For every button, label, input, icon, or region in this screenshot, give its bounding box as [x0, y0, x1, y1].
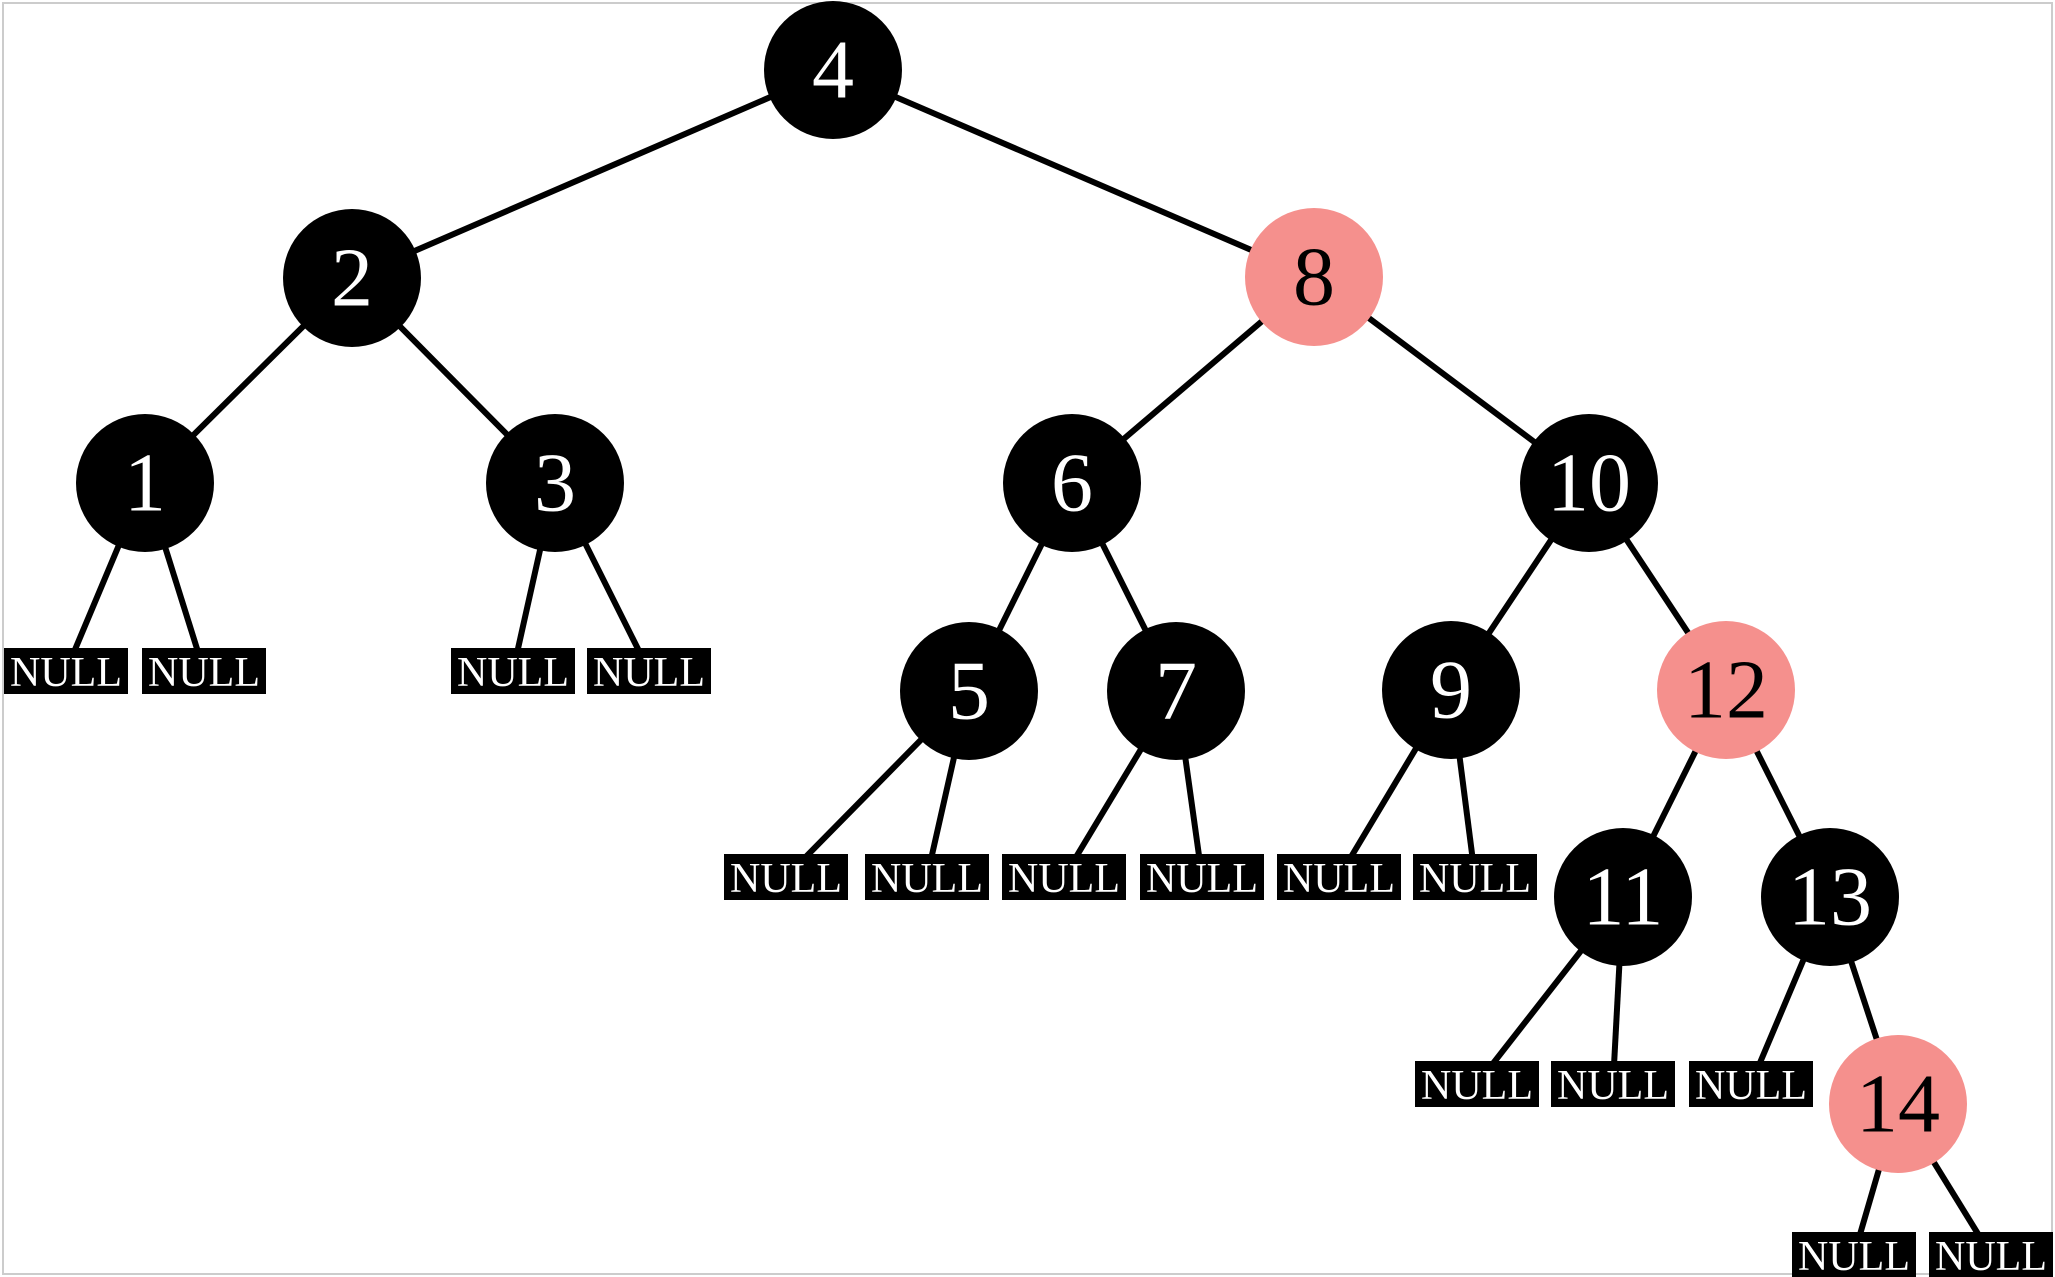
- null-leaf: NULL: [4, 648, 128, 696]
- null-leaf: NULL: [1002, 854, 1126, 902]
- node-key-label: 14: [1856, 1058, 1940, 1151]
- tree-node-14: 14: [1829, 1035, 1967, 1173]
- node-key-label: 6: [1051, 437, 1093, 530]
- black-node-circle: [1107, 622, 1245, 760]
- null-box: [1689, 1061, 1813, 1107]
- tree-edge-4-8: [831, 67, 1316, 280]
- null-label: NULL: [1798, 1234, 1910, 1277]
- null-box: [451, 648, 575, 694]
- null-label: NULL: [10, 650, 122, 696]
- null-leaf: NULL: [1140, 854, 1264, 902]
- null-label: NULL: [871, 856, 983, 902]
- black-node-circle: [1554, 828, 1692, 966]
- null-box: [1551, 1061, 1675, 1107]
- node-key-label: 9: [1430, 644, 1472, 737]
- black-node-circle: [900, 622, 1038, 760]
- null-label: NULL: [1935, 1234, 2047, 1277]
- node-key-label: 12: [1684, 644, 1768, 737]
- null-leaf: NULL: [1277, 854, 1401, 902]
- null-leaf: NULL: [865, 854, 989, 902]
- null-leaf: NULL: [724, 854, 848, 902]
- null-box: [724, 854, 848, 900]
- tree-node-7: 7: [1107, 622, 1245, 760]
- null-box: [1277, 854, 1401, 900]
- tree-node-8: 8: [1245, 208, 1383, 346]
- null-leaf: NULL: [1415, 1061, 1539, 1109]
- node-key-label: 2: [331, 232, 373, 325]
- null-box: [1792, 1232, 1916, 1277]
- null-label: NULL: [1421, 1063, 1533, 1109]
- node-key-label: 7: [1155, 645, 1197, 738]
- null-leaf: NULL: [1929, 1232, 2053, 1277]
- null-box: [587, 648, 711, 694]
- null-label: NULL: [1146, 856, 1258, 902]
- red-node-circle: [1245, 208, 1383, 346]
- tree-node-3: 3: [486, 414, 624, 552]
- black-node-circle: [1520, 414, 1658, 552]
- tree-node-13: 13: [1761, 828, 1899, 966]
- tree-node-2: 2: [283, 209, 421, 347]
- null-box: [1002, 854, 1126, 900]
- null-label: NULL: [1283, 856, 1395, 902]
- null-leaf: NULL: [1689, 1061, 1813, 1109]
- null-label: NULL: [148, 650, 260, 696]
- node-key-label: 11: [1583, 851, 1664, 944]
- tree-edge-4-2: [350, 67, 835, 281]
- black-node-circle: [1003, 414, 1141, 552]
- null-leaf: NULL: [451, 648, 575, 696]
- null-label: NULL: [1008, 856, 1120, 902]
- null-box: [142, 648, 266, 694]
- tree-node-12: 12: [1657, 621, 1795, 759]
- null-leaf: NULL: [142, 648, 266, 696]
- null-label: NULL: [1695, 1063, 1807, 1109]
- null-label: NULL: [457, 650, 569, 696]
- null-leaf: NULL: [1413, 854, 1537, 902]
- null-box: [4, 648, 128, 694]
- node-key-label: 4: [812, 24, 854, 117]
- null-box: [1413, 854, 1537, 900]
- black-node-circle: [764, 1, 902, 139]
- tree-node-10: 10: [1520, 414, 1658, 552]
- black-node-circle: [283, 209, 421, 347]
- null-label: NULL: [1557, 1063, 1669, 1109]
- null-box: [1140, 854, 1264, 900]
- black-node-circle: [76, 414, 214, 552]
- tree-node-5: 5: [900, 622, 1038, 760]
- node-key-label: 5: [948, 645, 990, 738]
- node-key-label: 8: [1293, 231, 1335, 324]
- red-node-circle: [1657, 621, 1795, 759]
- null-label: NULL: [593, 650, 705, 696]
- null-leaf: NULL: [587, 648, 711, 696]
- null-label: NULL: [1419, 856, 1531, 902]
- null-leaf: NULL: [1551, 1061, 1675, 1109]
- tree-node-4: 4: [764, 1, 902, 139]
- black-node-circle: [486, 414, 624, 552]
- tree-node-9: 9: [1382, 621, 1520, 759]
- null-box: [1929, 1232, 2053, 1277]
- null-box: [1415, 1061, 1539, 1107]
- tree-node-6: 6: [1003, 414, 1141, 552]
- tree-node-1: 1: [76, 414, 214, 552]
- tree-node-11: 11: [1554, 828, 1692, 966]
- node-key-label: 13: [1788, 851, 1872, 944]
- red-node-circle: [1829, 1035, 1967, 1173]
- null-box: [865, 854, 989, 900]
- node-key-label: 1: [124, 437, 166, 530]
- node-key-label: 10: [1547, 437, 1631, 530]
- node-key-label: 3: [534, 437, 576, 530]
- null-label: NULL: [730, 856, 842, 902]
- black-node-circle: [1382, 621, 1520, 759]
- null-leaf: NULL: [1792, 1232, 1916, 1277]
- black-node-circle: [1761, 828, 1899, 966]
